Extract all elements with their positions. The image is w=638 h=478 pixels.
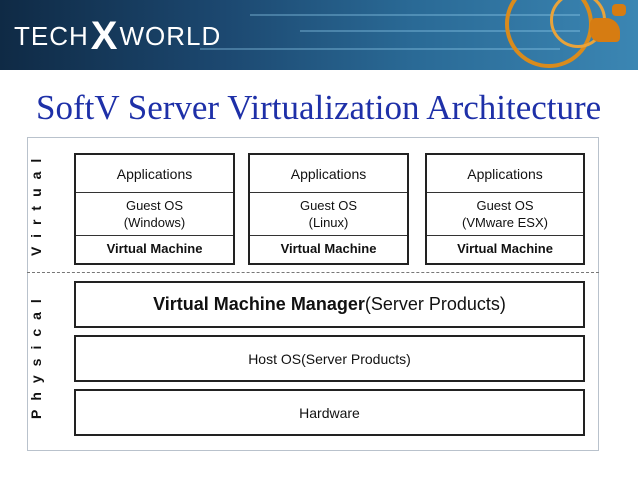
- host-os-layer: Host OS(Server Products): [74, 335, 585, 382]
- physical-section-label: Physical: [28, 290, 44, 419]
- guest-os-cell: Guest OS (Windows): [76, 193, 233, 236]
- virtual-section-label: Virtual: [28, 149, 44, 256]
- vmm-label-rest: (Server Products): [364, 294, 506, 314]
- logo-text-right: WORLD: [119, 20, 222, 51]
- applications-cell: Applications: [250, 155, 407, 193]
- guest-os-name: (Linux): [308, 215, 349, 230]
- banner-line: [250, 14, 580, 16]
- banner-line: [300, 30, 580, 32]
- header-banner: TECH X WORLD: [0, 0, 638, 70]
- guest-os-name: (Windows): [123, 215, 186, 230]
- guest-os-label: Guest OS: [299, 198, 358, 213]
- applications-cell: Applications: [427, 155, 583, 193]
- hardware-layer: Hardware: [74, 389, 585, 436]
- vm-box-linux: Applications Guest OS (Linux) Virtual Ma…: [248, 153, 409, 265]
- banner-line: [200, 48, 560, 50]
- virtual-machine-label: Virtual Machine: [280, 240, 377, 256]
- architecture-frame: [27, 137, 599, 451]
- applications-cell: Applications: [76, 155, 233, 193]
- vmm-layer: Virtual Machine Manager(Server Products): [74, 281, 585, 328]
- techworld-logo: TECH X WORLD: [14, 14, 222, 58]
- virtual-machine-label: Virtual Machine: [106, 240, 203, 256]
- virtual-physical-divider: [27, 272, 599, 273]
- banner-blob-decoration: [612, 4, 626, 16]
- guest-os-cell: Guest OS (VMware ESX): [427, 193, 583, 236]
- vmm-label-bold: Virtual Machine Manager: [153, 294, 365, 314]
- banner-blob-decoration: [590, 18, 620, 42]
- logo-text-left: TECH: [14, 20, 89, 51]
- guest-os-name: (VMware ESX): [462, 215, 548, 230]
- logo-mark: X: [90, 14, 118, 58]
- vm-box-windows: Applications Guest OS (Windows) Virtual …: [74, 153, 235, 265]
- guest-os-cell: Guest OS (Linux): [250, 193, 407, 236]
- vm-box-vmware: Applications Guest OS (VMware ESX) Virtu…: [425, 153, 585, 265]
- slide-title: SoftV Server Virtualization Architecture: [36, 88, 602, 127]
- virtual-machine-label: Virtual Machine: [457, 240, 553, 256]
- guest-os-label: Guest OS: [125, 198, 184, 213]
- guest-os-label: Guest OS: [476, 198, 534, 213]
